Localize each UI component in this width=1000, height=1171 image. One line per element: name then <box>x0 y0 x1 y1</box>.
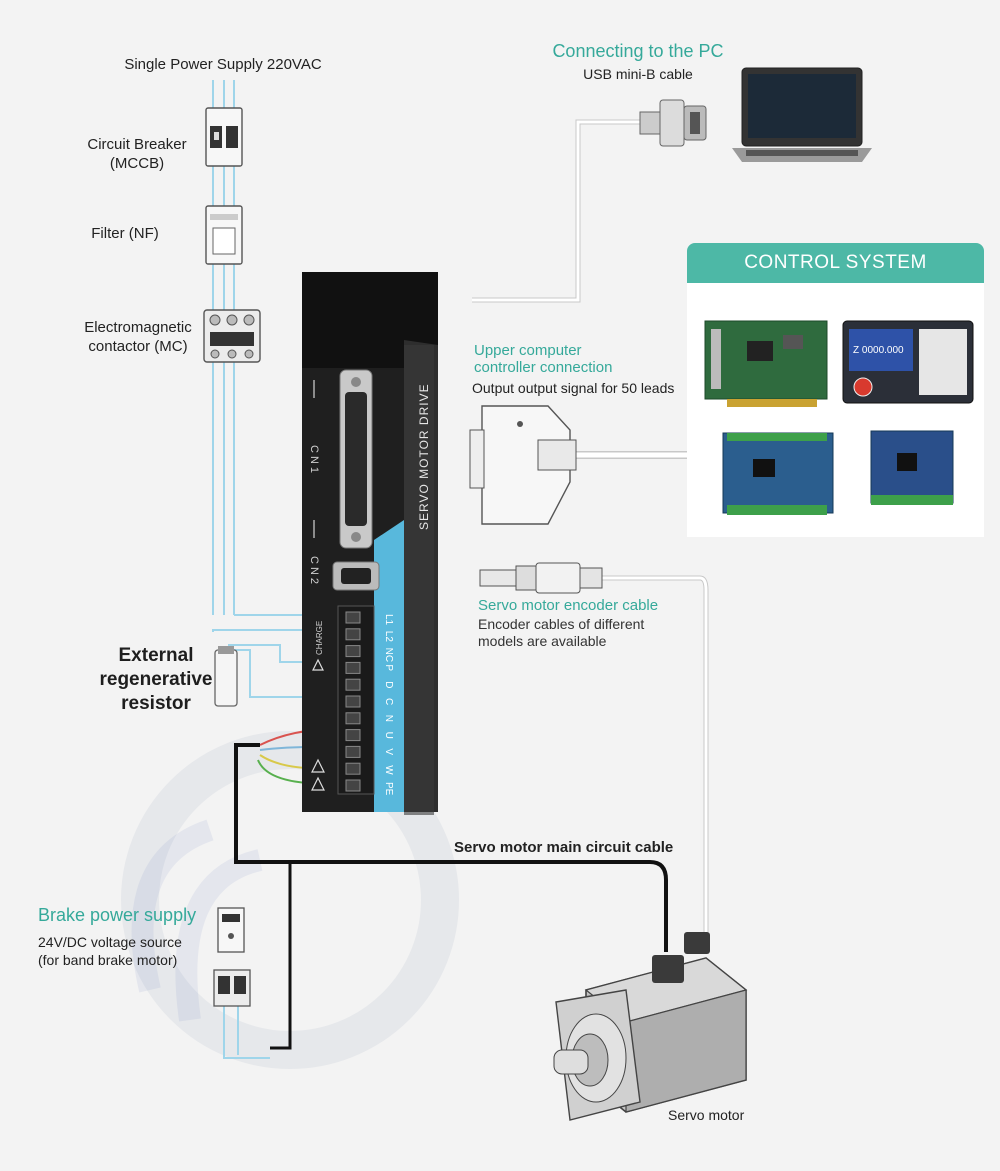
resistor-label-line3: resistor <box>121 693 191 714</box>
brake-supply-desc-line1: 24V/DC voltage source <box>38 934 182 950</box>
terminal-label-pe: PE <box>383 782 394 796</box>
terminal-screw <box>345 678 361 691</box>
resistor-label-line1: External <box>118 645 194 666</box>
circuit-breaker-label: Circuit Breaker (MCCB) <box>78 135 196 173</box>
warning-icon <box>311 658 325 791</box>
upper-controller-title-line2: controller connection <box>474 359 613 376</box>
motion-board-icon <box>722 432 834 515</box>
servo-drive <box>302 272 438 815</box>
encoder-cable-title: Servo motor encoder cable <box>478 597 659 614</box>
main-cable-label: Servo motor main circuit cable <box>454 839 674 856</box>
usb-cable-label: USB mini-B cable <box>583 66 693 82</box>
upper-controller-title: Upper computer controller connection <box>474 342 612 376</box>
circuit-breaker-label-line1: Circuit Breaker <box>87 136 187 153</box>
pci-card-icon <box>704 320 828 407</box>
terminal-label-v: V <box>383 748 394 755</box>
control-boards: Z 0000.000 <box>704 320 974 515</box>
cn1-connector <box>339 369 373 549</box>
drive-brand-text: SERVO MOTOR DRIVE <box>417 383 431 530</box>
cnc-controller-icon: Z 0000.000 <box>842 320 974 404</box>
usb-connector-icon <box>639 99 707 147</box>
terminal-label-c: C <box>383 698 394 705</box>
terminal-screw <box>345 729 361 742</box>
resistor-label-line2: regenerative <box>99 669 213 690</box>
encoder-connector-icon <box>479 562 603 594</box>
pc-connection-title: Connecting to the PC <box>552 41 724 61</box>
terminal-screw <box>345 712 361 725</box>
servo-motor-label: Servo motor <box>668 1107 745 1123</box>
laptop-icon <box>732 67 872 162</box>
terminal-screw <box>345 661 361 674</box>
brake-terminal-icon <box>213 969 251 1007</box>
power-supply-label: Single Power Supply 220VAC <box>124 56 322 73</box>
cn2-connector <box>332 561 380 591</box>
brake-cable <box>270 862 292 1050</box>
charge-label: CHARGE <box>315 621 324 655</box>
brake-supply-title: Brake power supply <box>38 905 197 925</box>
controller-connector-icon <box>469 405 577 525</box>
encoder-cable-desc: Encoder cables of different models are a… <box>478 616 644 650</box>
contactor-icon <box>203 309 261 363</box>
control-board-icon <box>870 430 954 505</box>
terminal-screw <box>345 611 361 624</box>
terminal-label-n: N <box>383 715 394 722</box>
cn1-label: CN1 <box>308 445 320 476</box>
terminal-screw <box>345 779 361 792</box>
terminal-screw <box>345 745 361 758</box>
lcd-value: Z 0000.000 <box>853 345 904 356</box>
terminal-screw <box>345 762 361 775</box>
terminal-label-l2: L2 <box>383 631 394 643</box>
terminal-label-p: P <box>383 664 394 671</box>
circuit-breaker-icon <box>205 107 243 167</box>
terminal-screw <box>345 695 361 708</box>
terminal-label-w: W <box>383 765 394 775</box>
cn2-label: CN2 <box>308 556 320 587</box>
resistor-label: External regenerative resistor <box>90 644 222 716</box>
upper-controller-title-line1: Upper computer <box>474 342 582 359</box>
control-system-panel: Z 0000.000 <box>687 283 984 537</box>
brake-supply-icon <box>217 907 245 953</box>
watermark-gear-icon <box>121 731 459 1069</box>
upper-controller-desc: Output output signal for 50 leads <box>472 380 675 396</box>
servo-motor-icon <box>553 932 748 1121</box>
terminal-label-nc: NC <box>383 648 394 662</box>
contactor-label-line2: contactor (MC) <box>88 338 188 355</box>
contactor-label-line1: Electromagnetic <box>84 319 192 336</box>
terminal-label-l1: L1 <box>383 614 394 626</box>
encoder-cable-desc-line1: Encoder cables of different <box>478 616 645 632</box>
filter-label: Filter (NF) <box>91 225 159 242</box>
circuit-breaker-label-line2: (MCCB) <box>109 155 165 172</box>
terminal-screw <box>345 628 361 641</box>
resistor-icon <box>214 646 238 707</box>
main-circuit-cable <box>234 743 668 952</box>
terminal-label-d: D <box>383 681 394 688</box>
contactor-label: Electromagnetic contactor (MC) <box>78 318 198 356</box>
brake-supply-desc-line2: (for band brake motor) <box>38 952 178 968</box>
control-system-title: CONTROL SYSTEM <box>687 243 984 283</box>
encoder-cable-desc-line2: models are available <box>478 633 607 649</box>
filter-icon <box>205 205 243 265</box>
terminal-screw <box>345 645 361 658</box>
watermark-logo-icon <box>131 819 263 1022</box>
brake-supply-desc: 24V/DC voltage source (for band brake mo… <box>38 933 182 969</box>
terminal-label-u: U <box>383 732 394 739</box>
